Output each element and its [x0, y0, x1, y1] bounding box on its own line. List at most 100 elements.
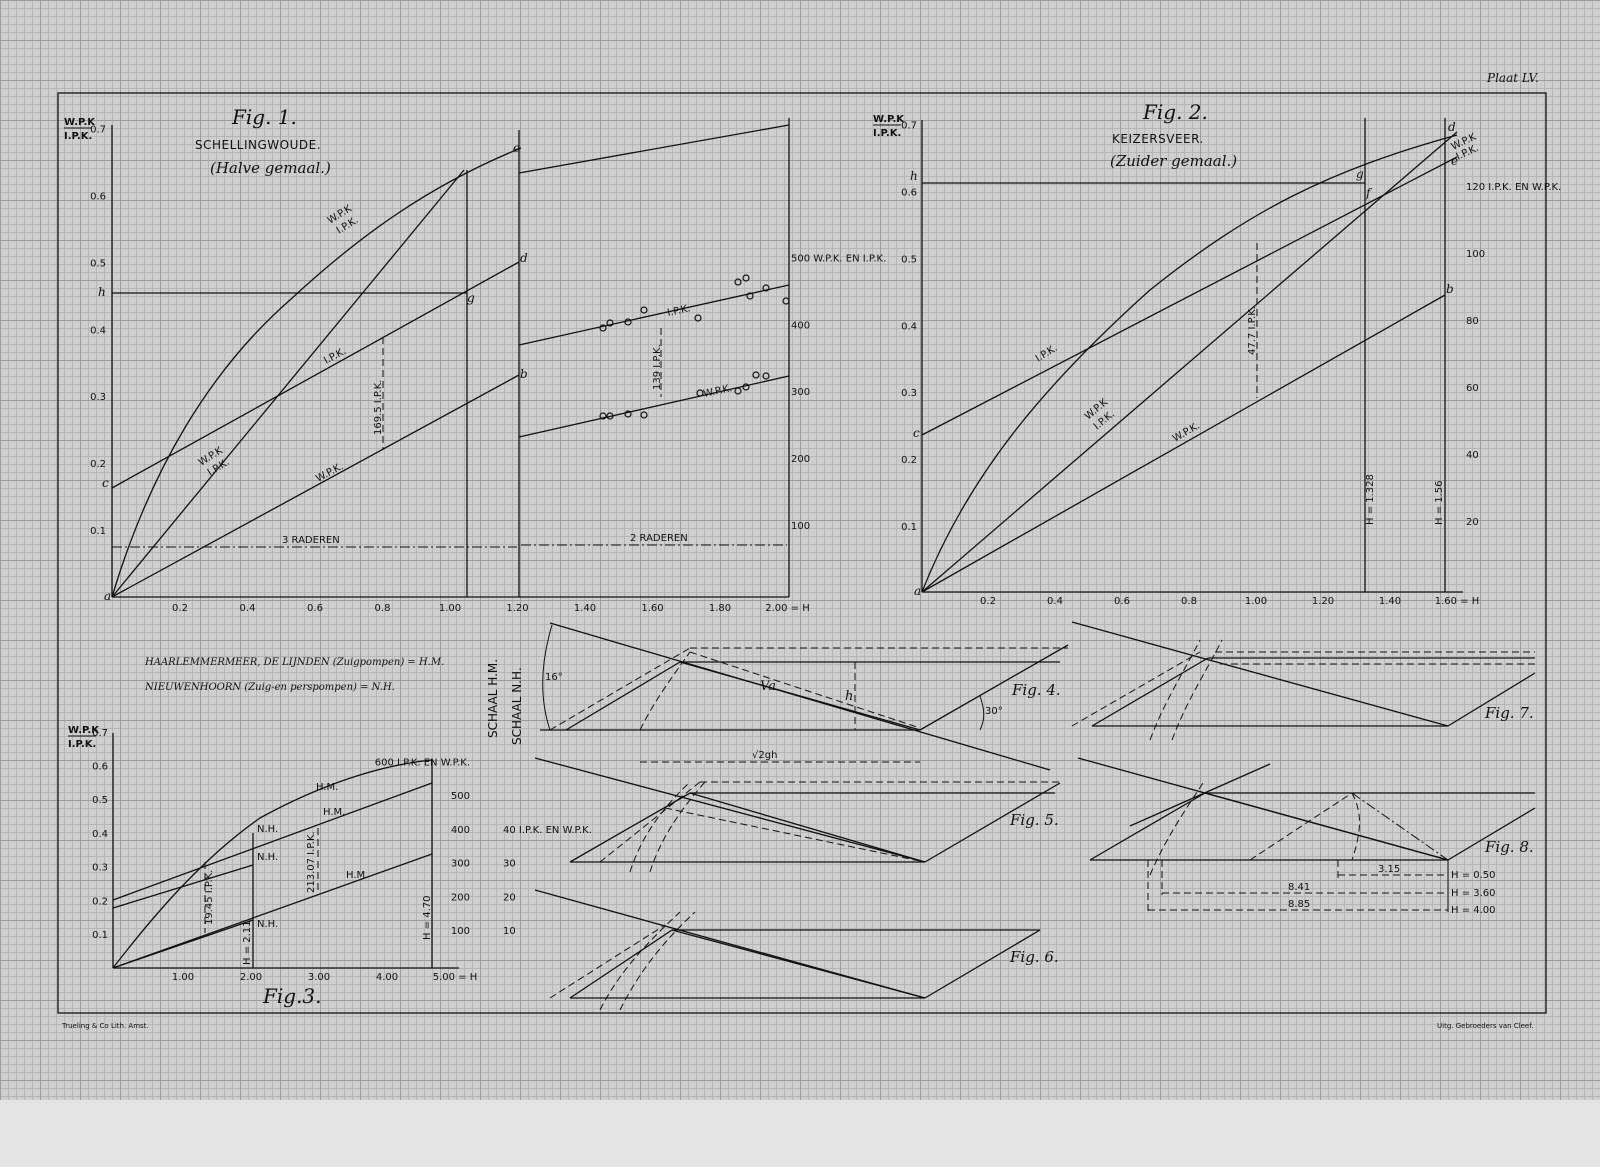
fig4-angle2: 30°: [985, 706, 1003, 717]
fig3-hm-label-2: H.M.: [323, 807, 345, 818]
fig3-hmtick-tick-3: 400: [451, 825, 470, 836]
fig8-arc-1: [1149, 779, 1206, 876]
fig1-ytick-tick-1: 0.2: [90, 459, 106, 470]
fig3-nhtick-tick-1: 20: [503, 892, 516, 903]
fig1-measured-point: [782, 297, 790, 305]
fig1-title: Fig. 1.: [231, 105, 297, 129]
fig3: Fig.3. W.P.K I.P.K. 0.10.20.30.40.50.60.…: [68, 659, 592, 1008]
fig4-angle1: 16°: [545, 672, 563, 683]
fig1-measured-point: [696, 389, 704, 397]
fig1-rtick-tick-4: 500 W.P.K. EN I.P.K.: [791, 253, 886, 264]
fig4-dim-label: √2gh: [752, 750, 777, 761]
fig3-hm-label-3: H.M.: [346, 870, 368, 881]
fig2-point-b: b: [1446, 282, 1454, 296]
fig3-hm-wpk-line: [112, 853, 433, 969]
fig1-point-e: e: [513, 141, 520, 155]
fig2-xtick-tick-0: 0.2: [980, 596, 996, 607]
fig3-ytick-tick-6: 0.7: [92, 728, 108, 739]
fig2-name: KEIZERSVEER.: [1112, 132, 1204, 146]
fig4-angle2-arc: [979, 695, 985, 731]
fig8-d1: 3.15: [1378, 864, 1400, 875]
fig3-nhtick-tick-0: 10: [503, 926, 516, 937]
fig6-slope: [924, 929, 1041, 999]
fig2-point-c: c: [913, 426, 920, 440]
fig3-ylabel-top: W.P.K: [68, 725, 100, 736]
fig1-measured-point: [606, 319, 614, 327]
fig3-hmtick-tick-4: 500: [451, 791, 470, 802]
fig1-ytick-tick-3: 0.4: [90, 325, 106, 336]
fig3-v1-label: H = 2.11: [242, 920, 253, 965]
fig5-diag: [689, 792, 926, 863]
fig8-h2: H = 3.60: [1451, 888, 1496, 899]
fig3-schaal-nh: SCHAAL N.H.: [510, 667, 524, 745]
fig2: Fig. 2. KEIZERSVEER. (Zuider gemaal.) W.…: [873, 100, 1561, 607]
fig2-rtick-tick-4: 100: [1466, 249, 1485, 260]
fig3-ytick-tick-0: 0.1: [92, 930, 108, 941]
fig1-rtick-tick-2: 300: [791, 387, 810, 398]
fig1-measured-point: [742, 383, 750, 391]
fig1-name: SCHELLINGWOUDE.: [195, 138, 321, 152]
fig7: Fig. 7.: [1071, 621, 1536, 741]
fig8-d3: 8.85: [1288, 899, 1310, 910]
fig1-point-h: h: [98, 285, 106, 299]
printer-credit: Trueling & Co Lith. Amst.: [61, 1022, 149, 1030]
publisher-credit: Uitg. Gebroeders van Cleef.: [1437, 1022, 1533, 1030]
fig7-left-line: [1091, 657, 1209, 727]
fig3-xtick-tick-1: 2.00: [240, 972, 262, 983]
fig1-xtick-tick-0: 0.2: [172, 603, 188, 614]
fig3-xtick-tick-3: 4.00: [376, 972, 398, 983]
fig1-span1-label: 3 RADEREN: [282, 535, 340, 546]
fig2-wpk-label: W.P.K.: [1171, 420, 1202, 444]
fig4-db-line: [679, 661, 921, 731]
fig3-dim2-label: 213.07 I.P.K.: [306, 831, 317, 893]
fig8-dash-2: [1351, 792, 1449, 861]
fig5-left-line: [569, 792, 691, 863]
fig1-rtick-tick-3: 400: [791, 320, 810, 331]
fig8-title: Fig. 8.: [1484, 838, 1534, 856]
fig4: √2gh 16° 30° Va h Fig. 4.: [540, 622, 1069, 771]
fig3-xtick-tick-4: 5.00 = H: [433, 972, 478, 983]
fig1-top-line: [518, 124, 790, 174]
fig6-diag: [671, 929, 926, 999]
fig3-hm-ipk-line: [112, 782, 433, 901]
fig1-ipk-label-2: I.P.K.: [666, 303, 691, 319]
fig3-nh-ipk-line: [112, 864, 254, 909]
fig5-title: Fig. 5.: [1009, 811, 1059, 829]
fig2-rtick-tick-5: 120 I.P.K. EN W.P.K.: [1466, 182, 1561, 193]
fig8-left-line: [1089, 792, 1206, 861]
fig2-point-g: g: [1356, 167, 1364, 181]
fig4-angle-arc: [542, 624, 553, 731]
fig3-xtick-tick-0: 1.00: [172, 972, 194, 983]
fig1-measured-point: [734, 387, 742, 395]
fig5: Fig. 5.: [534, 757, 1062, 873]
fig3-ytick-tick-1: 0.2: [92, 896, 108, 907]
fig2-xtick-tick-5: 1.20: [1312, 596, 1334, 607]
fig1-ylabel-bot: I.P.K.: [64, 131, 92, 142]
fig7-arc-2: [1171, 639, 1223, 741]
fig8-diag: [1204, 792, 1449, 861]
fig2-ytick-tick-3: 0.4: [901, 321, 917, 332]
fig1-measured-point: [606, 412, 614, 420]
fig2-ytick-tick-5: 0.6: [901, 188, 917, 199]
fig1-point-g: g: [467, 291, 475, 305]
fig8-h1: H = 0.50: [1451, 870, 1496, 881]
fig1-measured-point: [599, 412, 607, 420]
legend-hm: HAARLEMMERMEER, DE LIJNDEN (Zuigpompen) …: [144, 657, 444, 668]
fig6-left-dash: [549, 924, 666, 999]
fig1-subtitle: (Halve gemaal.): [210, 159, 331, 177]
fig6-arc-2: [619, 911, 696, 1011]
fig2-wpk-line: [921, 294, 1446, 593]
fig4-arc: [639, 651, 691, 731]
fig2-v2-label: H = 1.56: [1434, 480, 1445, 525]
fig6-left-line: [569, 929, 673, 999]
fig2-rtick-tick-0: 20: [1466, 517, 1479, 528]
fig2-xtick-tick-2: 0.6: [1114, 596, 1130, 607]
fig3-hmtick-tick-5: 600 I.P.K. EN W.P.K.: [375, 758, 470, 769]
fig2-point-h: h: [910, 169, 918, 183]
fig6-title: Fig. 6.: [1009, 948, 1059, 966]
fig3-title: Fig.3.: [262, 984, 322, 1008]
fig1-xtick-tick-2: 0.6: [307, 603, 323, 614]
fig8-b-line: [1129, 763, 1271, 827]
